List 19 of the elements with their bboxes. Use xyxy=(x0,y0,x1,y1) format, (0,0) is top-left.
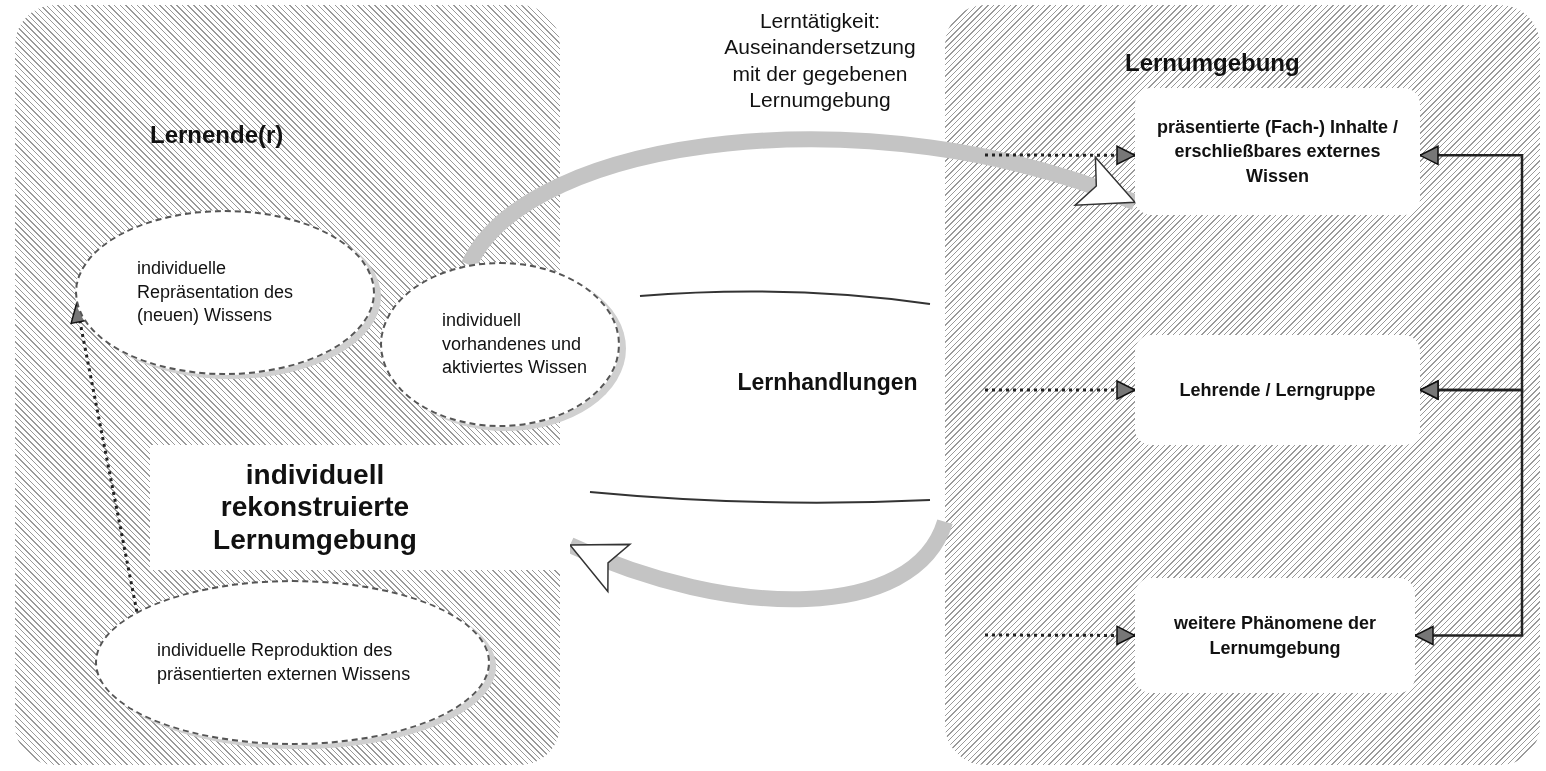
panel-heading: Lernumgebung xyxy=(1125,48,1300,78)
content-box xyxy=(1135,88,1420,215)
band xyxy=(150,445,570,570)
ellipse-text: individuelle Repräsentation des (neuen) Wissens xyxy=(137,257,295,328)
bracket-arrow xyxy=(1414,380,1524,646)
band-heading: individuell rekonstruierte Lernumgebung xyxy=(212,459,418,556)
dotted-arrow xyxy=(70,303,139,612)
dotted-arrow xyxy=(985,625,1136,646)
content-box xyxy=(1135,335,1420,445)
panel-heading: Lernende(r) xyxy=(150,120,284,150)
content-box xyxy=(1135,578,1415,693)
hatched-panel xyxy=(945,5,1540,765)
box-text: weitere Phänomene der Lernumgebung xyxy=(1172,612,1378,660)
ellipse-text: individuelle Reproduktion des präsentierten externen Wissens xyxy=(157,639,412,686)
dotted-arrow xyxy=(985,380,1136,400)
box-text: Lehrende / Lerngruppe xyxy=(1179,378,1376,402)
box-text: präsentierte (Fach-) Inhalte / erschließbares externes Wissen xyxy=(1155,116,1400,188)
dotted-arrow xyxy=(985,145,1136,165)
ellipse-text: individuell vorhandenes und aktiviertes Wissen xyxy=(442,309,588,380)
